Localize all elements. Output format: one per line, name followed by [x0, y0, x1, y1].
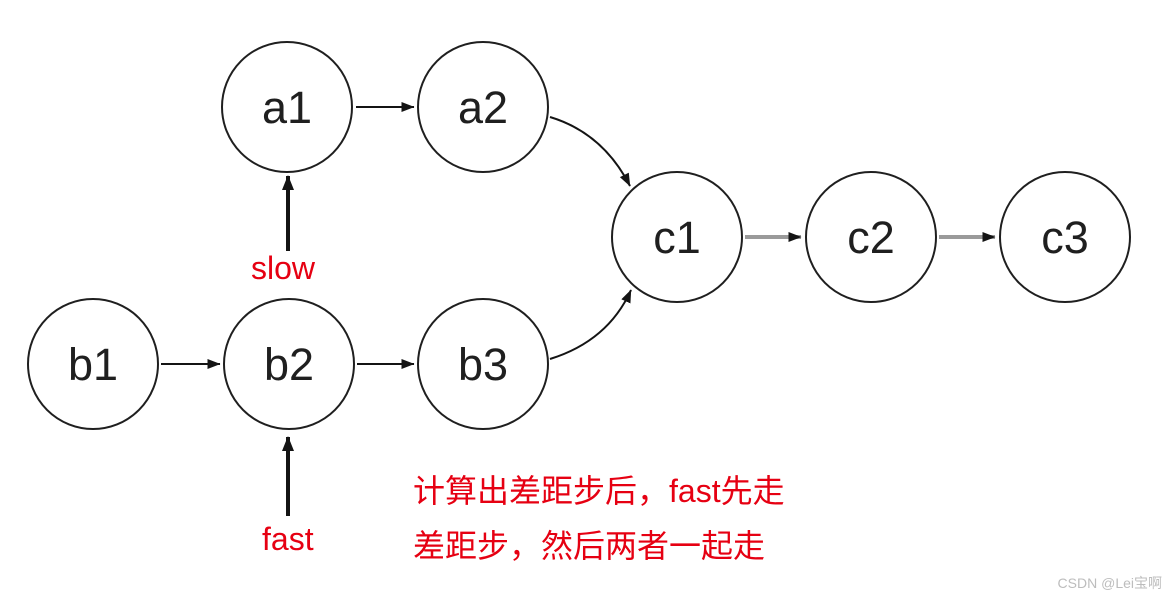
node-b1-label: b1 [67, 338, 119, 390]
node-a2-label: a2 [457, 81, 509, 133]
node-b2: b2 [223, 298, 355, 430]
node-c2-label: c2 [847, 211, 895, 263]
node-b1: b1 [27, 298, 159, 430]
node-c1-label: c1 [653, 211, 701, 263]
node-a1-label: a1 [261, 81, 313, 133]
node-a2: a2 [417, 41, 549, 173]
node-c1: c1 [611, 171, 743, 303]
node-c3-label: c3 [1041, 211, 1089, 263]
node-c2: c2 [805, 171, 937, 303]
annotation-line-2: 差距步，然后两者一起走 [413, 528, 766, 564]
fast-pointer-label: fast [262, 521, 314, 557]
node-b2-label: b2 [263, 338, 315, 390]
node-c3: c3 [999, 171, 1131, 303]
slow-pointer-label: slow [251, 250, 316, 286]
node-b3: b3 [417, 298, 549, 430]
edge-b3-c1-arrow [549, 289, 632, 360]
annotation-line-1: 计算出差距步后，fast先走 [413, 473, 785, 509]
edge-a2-c1-arrow [549, 116, 631, 187]
node-a1: a1 [221, 41, 353, 173]
node-b3-label: b3 [457, 338, 509, 390]
csdn-watermark: CSDN @Lei宝啊 [1057, 575, 1162, 591]
annotation-text: 计算出差距步后，fast先走 差距步，然后两者一起走 [413, 464, 785, 574]
